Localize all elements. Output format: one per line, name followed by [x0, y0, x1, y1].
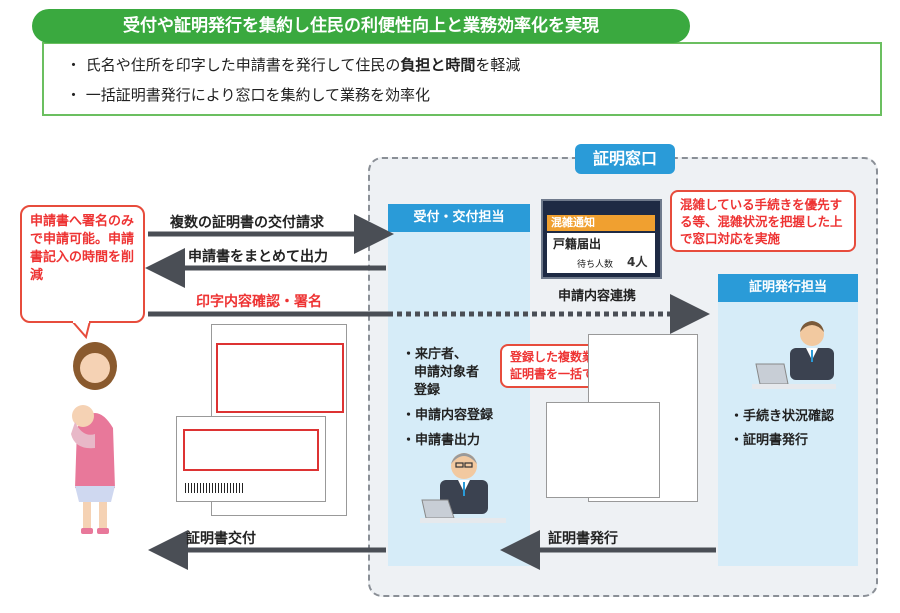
- monitor-waiting-count: 4人: [627, 255, 648, 269]
- summary-bullet-2: ・ 一括証明書発行により窓口を集約して業務を効率化: [66, 86, 431, 104]
- issuer-step-1: ・手続き状況確認: [730, 409, 835, 424]
- issue-label: 証明書発行: [548, 531, 618, 547]
- form-back-highlight: [216, 343, 344, 413]
- reception-step-1b: 申請対象者: [414, 365, 480, 380]
- reception-clerk-icon: [420, 453, 506, 523]
- bubble-tail: [71, 321, 91, 339]
- confirm-label: 印字内容確認・署名: [196, 294, 322, 310]
- request-label: 複数の証明書の交付請求: [170, 215, 324, 231]
- resident-icon: [71, 342, 117, 534]
- queue-monitor: 混雑通知 戸籍届出 待ち人数 4人: [541, 199, 662, 279]
- monitor-waiting-label: 待ち人数: [577, 260, 614, 270]
- deliver-label: 証明書交付: [186, 531, 256, 547]
- reception-step-1a: ・来庁者、: [402, 347, 468, 362]
- header-title: 受付や証明発行を集約し住民の利便性向上と業務効率化を実現: [32, 9, 690, 43]
- certificate-front: [546, 402, 660, 498]
- monitor-status: 混雑通知: [547, 215, 655, 231]
- reception-step-1c: 登録: [414, 383, 441, 398]
- issuer-step-2: ・証明書発行: [730, 433, 809, 448]
- reception-panel-title: 受付・交付担当: [388, 204, 530, 232]
- form-front-highlight: [183, 429, 319, 471]
- monitor-service: 戸籍届出: [553, 237, 602, 251]
- monitor-screen: 戸籍届出 待ち人数 4人: [547, 233, 655, 273]
- issuer-clerk-icon: [752, 321, 836, 389]
- barcode-icon: [185, 483, 245, 493]
- certificate-window-title: 証明窓口: [575, 144, 675, 174]
- output-label: 申請書をまとめて出力: [188, 249, 328, 265]
- application-form-front: [176, 416, 326, 502]
- summary-box: ・ 氏名や住所を印字した申請書を発行して住民の負担と時間を軽減 ・ 一括証明書発…: [42, 42, 882, 116]
- speech-bubble: 申請書へ署名のみで申請可能。申請書記入の時間を削減: [20, 205, 145, 323]
- issuer-panel: 証明発行担当 ・手続き状況確認 ・証明書発行: [718, 274, 858, 566]
- issuer-panel-title: 証明発行担当: [718, 274, 858, 302]
- link-label: 申請内容連携: [558, 289, 637, 304]
- reception-step-2: ・申請内容登録: [402, 408, 494, 423]
- summary-bullet-1: ・ 氏名や住所を印字した申請書を発行して住民の負担と時間を軽減: [66, 56, 521, 74]
- congestion-note: 混雑している手続きを優先する等、混雑状況を把握した上で窓口対応を実施: [670, 190, 856, 252]
- reception-step-3: ・申請書出力: [402, 433, 481, 448]
